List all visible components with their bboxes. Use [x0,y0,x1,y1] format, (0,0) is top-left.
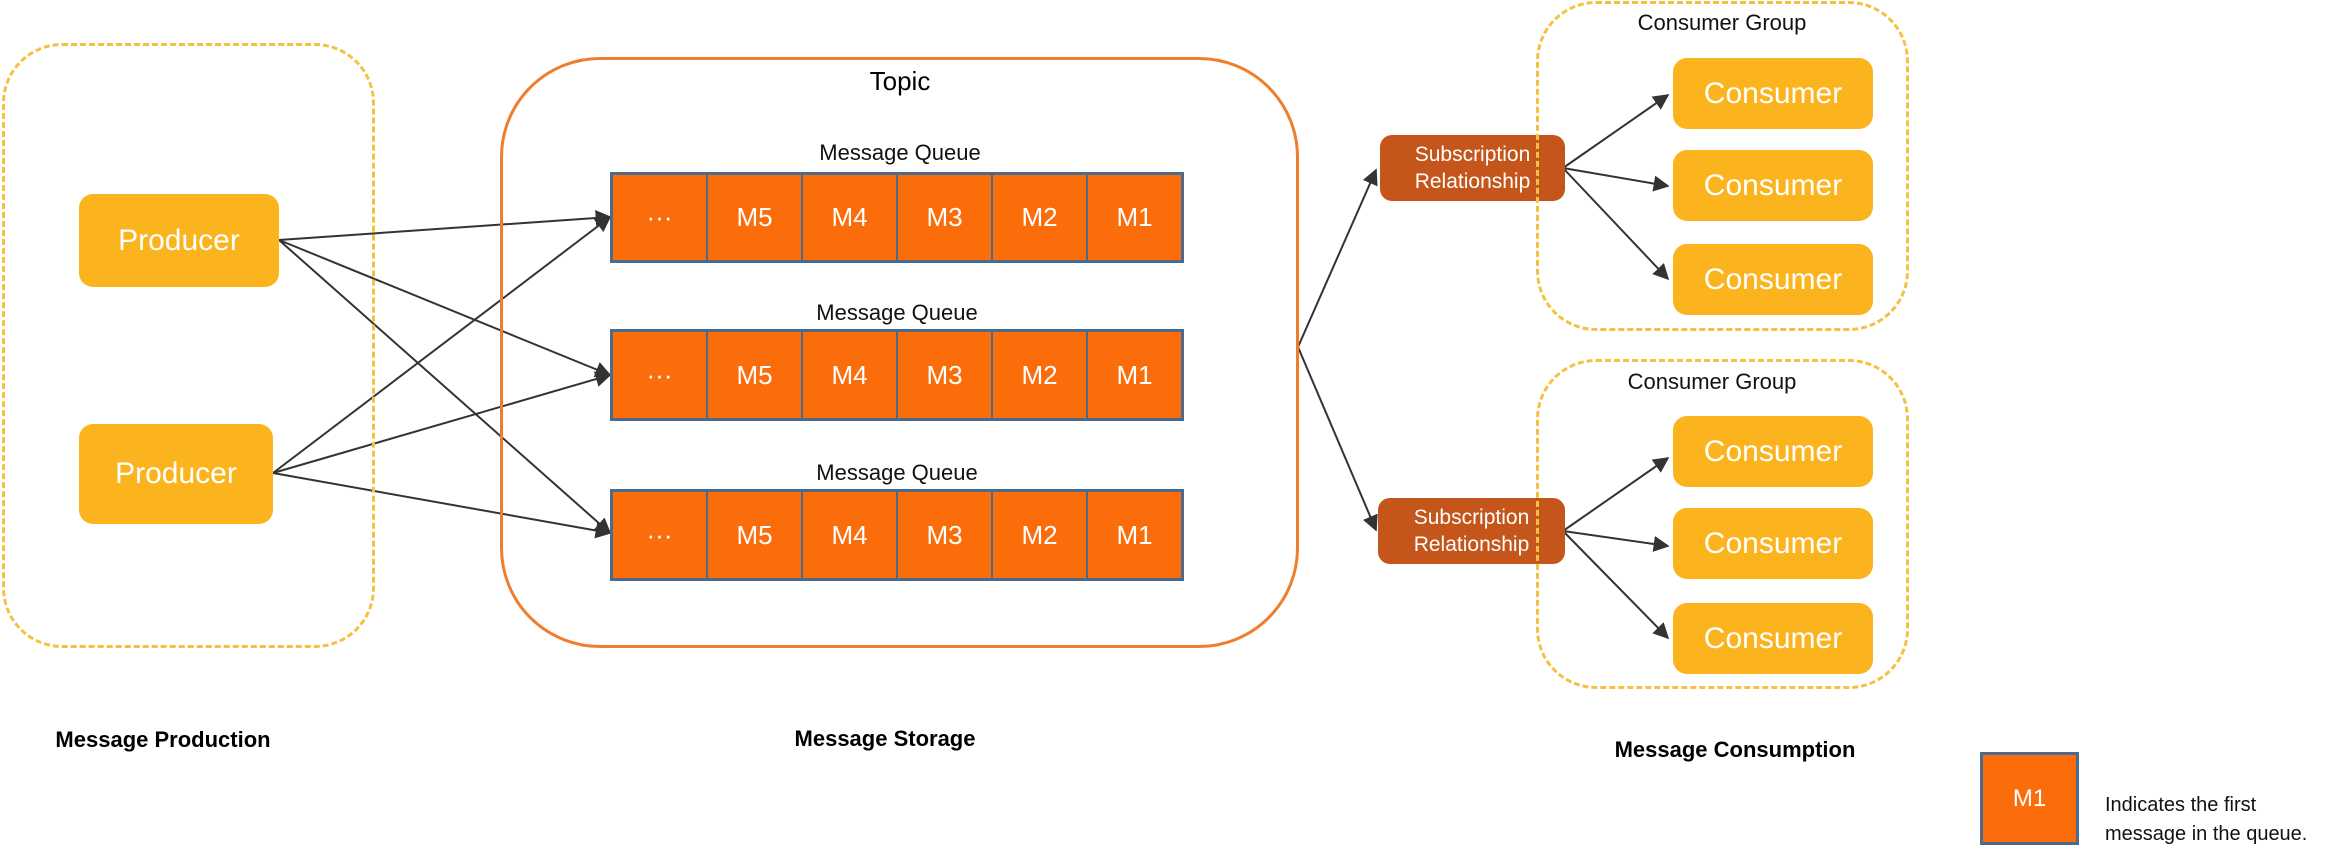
arrow-producer1-queue3 [278,239,612,535]
arrow-sub1-consumer3 [1562,167,1670,281]
legend-line1: Indicates the first [2105,794,2257,816]
queue-label: Message Queue [816,300,978,325]
queue-cell: M1 [1088,332,1181,418]
message-queue: ··· M5 M4 M3 M2 M1 [610,172,1184,263]
legend-line2: message in the queue. [2105,823,2308,845]
subscription-line1: Subscription [1413,506,1530,529]
topic-container [500,57,1299,648]
arrow-sub2-consumer2 [1562,530,1670,552]
legend-queue-cell: M1 [1980,752,2079,845]
queue-cell: M2 [993,175,1086,260]
consumer-group-label: Consumer Group [1637,10,1807,35]
arrow-sub1-consumer2 [1562,167,1670,192]
subscription-line2: Relationship [1414,170,1531,193]
queue-cell: M4 [803,332,896,418]
subscription-relationship-box: Subscription Relationship [1380,135,1565,201]
subscription-relationship-box: Subscription Relationship [1378,498,1565,564]
arrow-topic-subscription2 [1297,346,1378,532]
arrow-sub2-consumer1 [1562,457,1670,532]
arrow-topic-subscription1 [1297,168,1378,348]
queue-label: Message Queue [816,460,978,485]
consumer-group-label: Consumer Group [1627,369,1797,394]
consumer-box: Consumer [1673,603,1873,674]
queue-cell: M3 [898,332,991,418]
producer-box: Producer [79,194,279,287]
queue-cell: M4 [803,492,896,578]
arrow-sub1-consumer1 [1562,94,1670,169]
arrow-producer1-queue1 [278,210,612,241]
message-queue: ··· M5 M4 M3 M2 M1 [610,489,1184,581]
queue-cell: M5 [708,492,801,578]
queue-cell: ··· [613,175,706,260]
queue-cell: M1 [1088,175,1181,260]
queue-cell: M4 [803,175,896,260]
queue-cell: M3 [898,492,991,578]
queue-cell: M5 [708,175,801,260]
subscription-line2: Relationship [1413,533,1530,556]
arrow-producer1-queue2 [278,239,612,377]
queue-cell: M2 [993,332,1086,418]
consumer-group [1536,359,1909,689]
queue-cell: ··· [613,332,706,418]
topic-label: Topic [869,66,931,96]
queue-cell: ··· [613,492,706,578]
consumer-box: Consumer [1673,58,1873,129]
arrow-producer2-queue1 [272,216,612,474]
queue-cell: M3 [898,175,991,260]
subscription-line1: Subscription [1414,143,1531,166]
consumer-box: Consumer [1673,508,1873,579]
section-label-production: Message Production [55,727,271,752]
queue-cell: M1 [1088,492,1181,578]
message-queue: ··· M5 M4 M3 M2 M1 [610,329,1184,421]
producer-group [2,43,375,648]
consumer-box: Consumer [1673,244,1873,315]
queue-label: Message Queue [819,140,981,165]
section-label-consumption: Message Consumption [1614,737,1856,762]
queue-cell: M2 [993,492,1086,578]
arrow-producer2-queue3 [272,472,612,539]
legend-description: Indicates the first message in the queue… [2105,791,2325,849]
arrow-producer2-queue2 [272,371,612,474]
consumer-box: Consumer [1673,150,1873,221]
queue-cell: M5 [708,332,801,418]
arrow-sub2-consumer3 [1562,530,1670,640]
producer-box: Producer [79,424,273,524]
section-label-storage: Message Storage [794,726,976,751]
consumer-box: Consumer [1673,416,1873,487]
consumer-group [1536,1,1909,331]
